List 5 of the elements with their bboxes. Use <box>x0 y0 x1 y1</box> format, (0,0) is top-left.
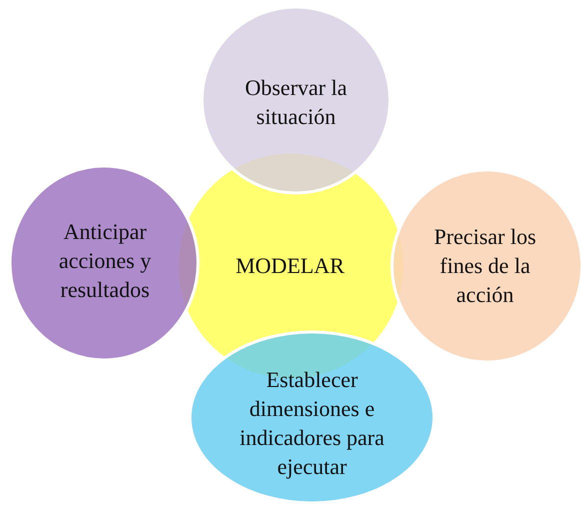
circle-label: Establecer dimensiones e indicadores para ejecutar <box>238 366 386 481</box>
circle-label: MODELAR <box>234 252 346 280</box>
circle-label: Observar la situación <box>244 74 348 131</box>
circle-label: Precisar los fines de la acción <box>432 222 538 308</box>
circle-label: Anticipar acciones y resultados <box>58 218 152 304</box>
